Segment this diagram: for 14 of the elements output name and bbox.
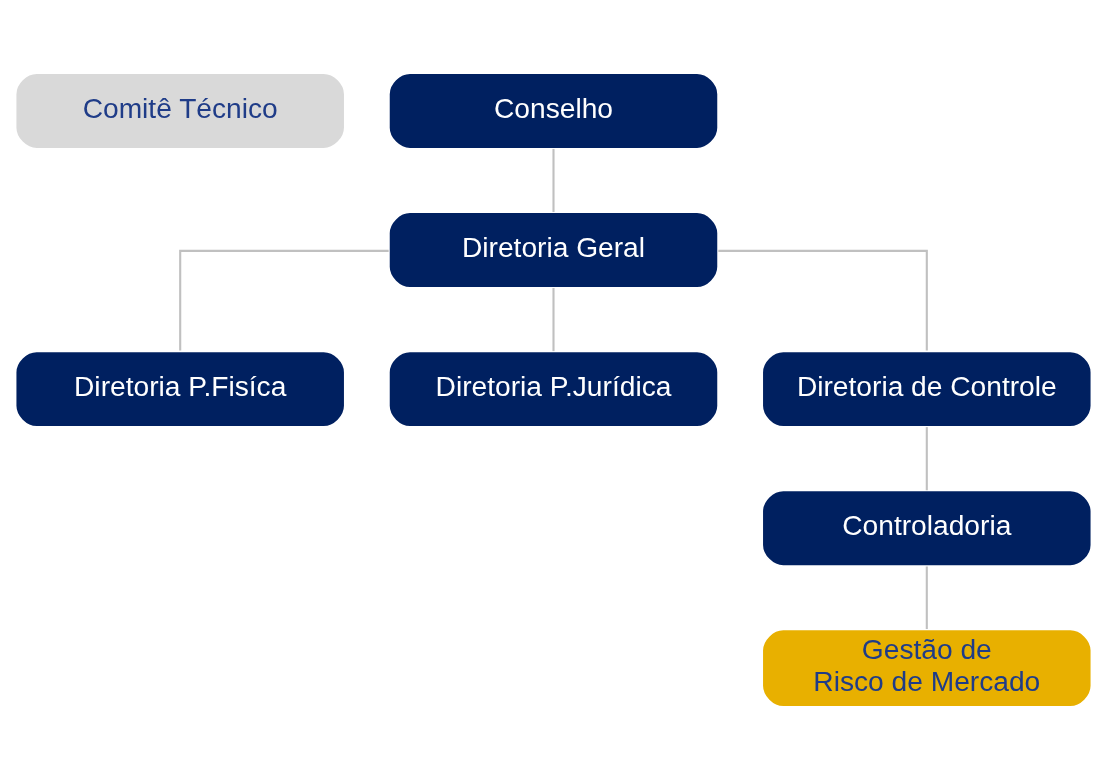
node-box: Comitê Técnico bbox=[14, 72, 346, 150]
connector bbox=[179, 249, 389, 351]
connector bbox=[718, 249, 928, 351]
node-box: Diretoria P.Jurídica bbox=[388, 350, 719, 428]
node-box: Controladoria bbox=[761, 489, 1093, 567]
node-box: Gestão de Risco de Mercado bbox=[761, 628, 1093, 708]
connector bbox=[552, 148, 555, 213]
node-box: Conselho bbox=[388, 72, 719, 150]
node-box: Diretoria P.Fisíca bbox=[14, 350, 346, 428]
connector bbox=[925, 427, 928, 491]
connector bbox=[552, 288, 555, 352]
node-box: Diretoria Geral bbox=[388, 211, 719, 289]
connector bbox=[925, 566, 928, 630]
node-box: Diretoria de Controle bbox=[761, 350, 1093, 428]
